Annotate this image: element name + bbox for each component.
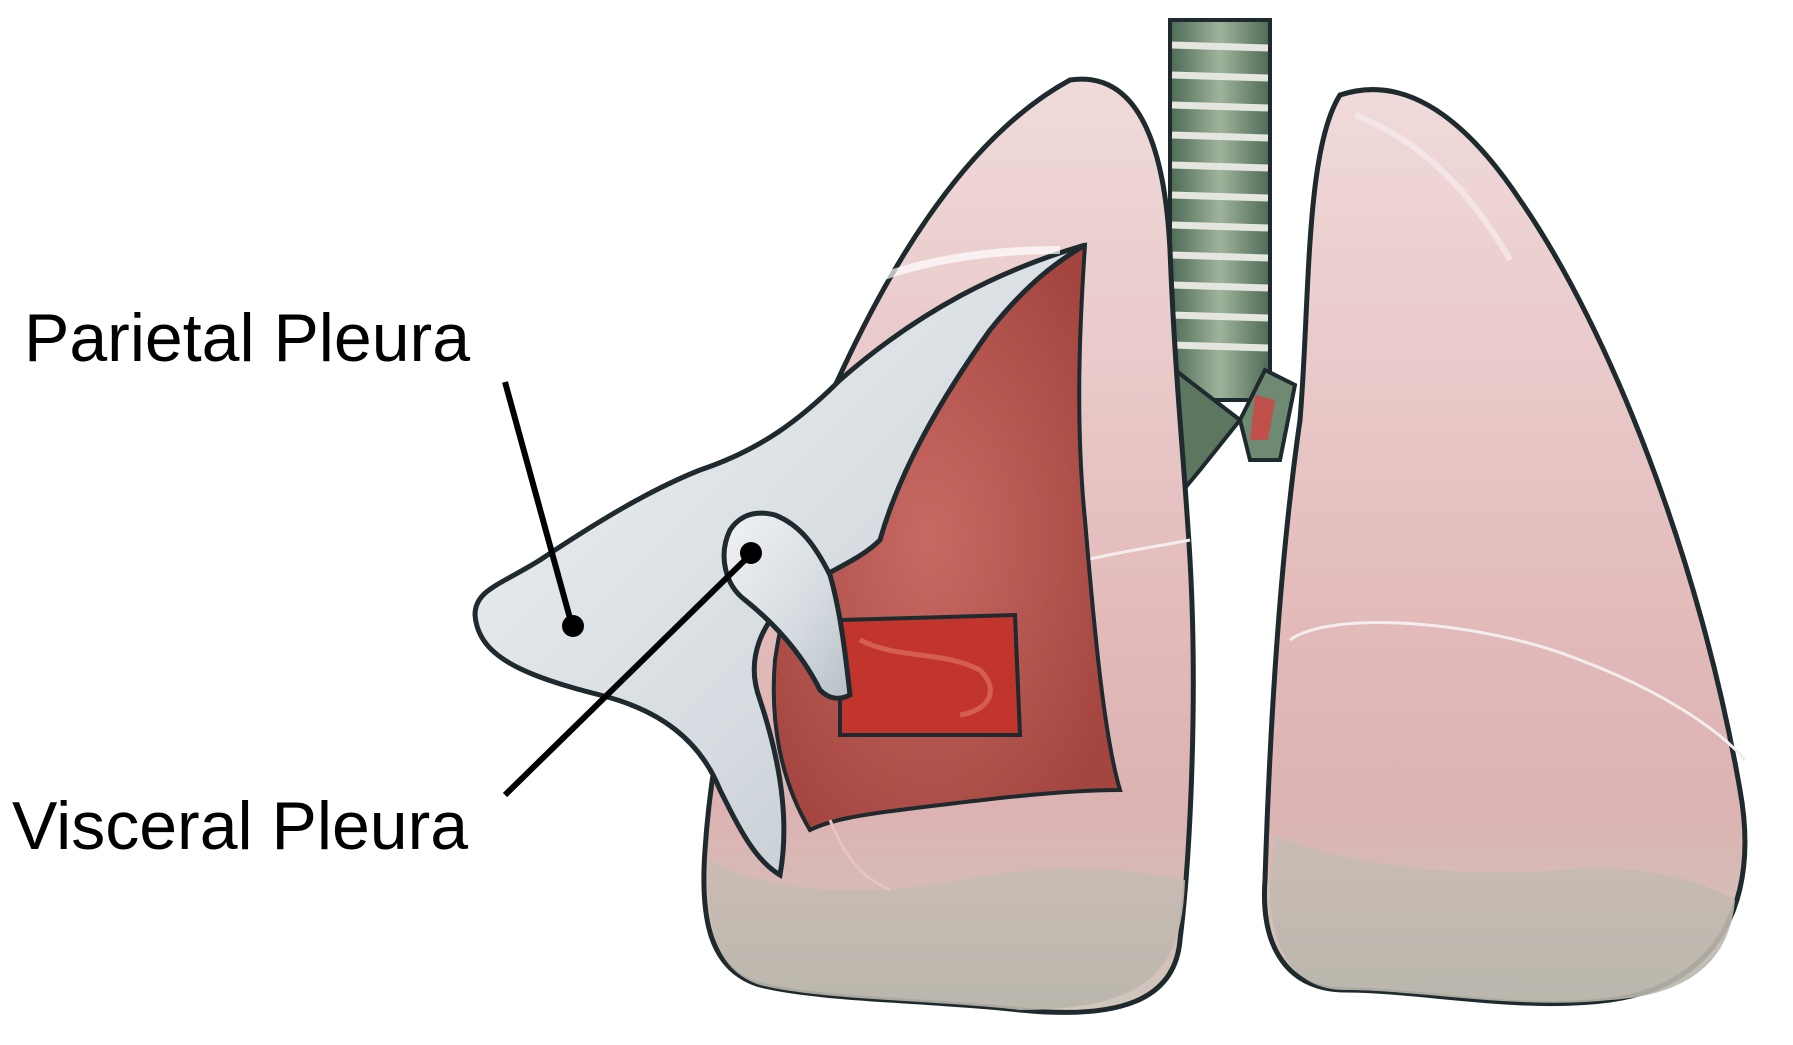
parietal-pleura-label: Parietal Pleura bbox=[24, 304, 470, 372]
trachea bbox=[1170, 20, 1295, 500]
right-lung bbox=[1264, 90, 1745, 1004]
visceral-pleura-label: Visceral Pleura bbox=[12, 792, 468, 860]
